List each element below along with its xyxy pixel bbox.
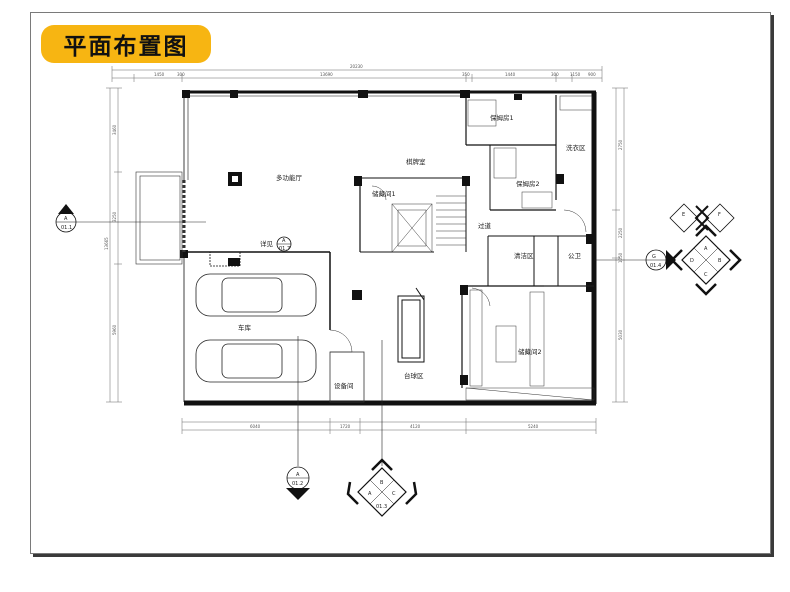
marker-code: 01.2 <box>292 481 303 487</box>
dim-right: 2750 <box>618 139 623 150</box>
dim-bottom: 4120 <box>410 424 421 429</box>
marker-letter: D <box>690 258 694 264</box>
dim-bottom: 5240 <box>528 424 539 429</box>
equipment-room <box>329 351 365 403</box>
kitchen-cabinets <box>465 285 595 401</box>
dim-top: 900 <box>588 72 596 77</box>
marker-code: 01.1 <box>61 225 72 231</box>
dim-bottom: 1720 <box>340 424 351 429</box>
dimension-labels: 20230 1450 300 13690 350 1440 300 1150 9… <box>104 64 623 429</box>
doors <box>329 185 587 353</box>
dim-top: 350 <box>462 72 470 77</box>
dim-left: 5960 <box>112 324 117 335</box>
marker-code: 01.4 <box>650 263 661 269</box>
marker-letter: A <box>282 238 286 244</box>
room-label-nanny1: 保姆房1 <box>490 113 514 122</box>
marker-letter: C <box>704 272 708 278</box>
marker-code: 01.7 <box>279 246 290 252</box>
room-label-chess: 棋牌室 <box>406 157 426 166</box>
room-label-sports: 台球区 <box>404 371 424 380</box>
dim-top: 13690 <box>320 72 333 77</box>
detail-tag: 详见 <box>260 239 274 248</box>
marker-code: 01.3 <box>376 504 387 510</box>
marker-letter: B <box>380 480 384 486</box>
dim-top: 300 <box>551 72 559 77</box>
dim-right: 5030 <box>618 329 623 340</box>
dim-bottom: 6040 <box>250 424 261 429</box>
room-label-laundry: 洗衣区 <box>566 143 586 152</box>
marker-letter: G <box>652 254 656 260</box>
title-badge: 平面布置图 <box>41 25 211 63</box>
marker-letter: E <box>682 212 685 218</box>
room-labels: 多功能厅 保姆房1 保姆房2 洗衣区 棋牌室 储藏间1 过道 清洁区 公卫 车库… <box>238 113 586 390</box>
bottom-section-marker-2: B A C 01.3 <box>346 458 418 517</box>
stairs <box>391 195 466 253</box>
marker-letter: F <box>718 212 721 218</box>
detail-box <box>209 251 241 267</box>
room-label-multi-hall: 多功能厅 <box>276 173 303 182</box>
dim-right: 2250 <box>618 227 623 238</box>
garage-cars <box>195 273 317 383</box>
room-label-equipment: 设备间 <box>334 381 354 390</box>
room-label-storage1: 储藏间1 <box>372 189 396 198</box>
room-label-corridor: 过道 <box>478 221 492 230</box>
marker-letter: A <box>64 216 68 222</box>
right-section-marker-abcd: A D B C <box>670 224 742 296</box>
dim-top: 1450 <box>154 72 165 77</box>
marker-letter: C <box>392 491 396 497</box>
room-label-nanny2: 保姆房2 <box>516 179 540 188</box>
bottom-section-marker-1: A 01.2 <box>286 466 310 500</box>
room-label-storage2: 储藏间2 <box>518 347 542 356</box>
dim-top: 1150 <box>570 72 581 77</box>
dim-top-total: 20230 <box>350 64 363 69</box>
marker-letter: A <box>296 472 300 478</box>
dim-top: 300 <box>177 72 185 77</box>
marker-letter: A <box>704 246 708 252</box>
dim-top: 1440 <box>505 72 516 77</box>
nanny-beds <box>467 95 593 209</box>
drawing-frame <box>30 12 771 554</box>
room-label-cleaning: 清洁区 <box>514 251 534 260</box>
dim-left: 3460 <box>112 124 117 135</box>
dim-left: 13665 <box>104 237 109 250</box>
detail-marker: A 01.7 <box>276 236 292 252</box>
marker-letter: B <box>718 258 722 264</box>
dim-right: 1050 <box>618 252 623 263</box>
room-label-garage: 车库 <box>238 323 252 332</box>
left-section-marker: A 01.1 <box>55 204 77 233</box>
columns <box>180 90 594 385</box>
billiard-table <box>397 287 425 363</box>
dim-left: 3250 <box>112 211 117 222</box>
page-title: 平面布置图 <box>63 34 189 60</box>
dimension-lines <box>106 66 628 434</box>
walls <box>183 90 597 406</box>
room-label-bath: 公卫 <box>568 252 582 260</box>
right-section-marker-ef: E F <box>669 203 735 233</box>
marker-letter: A <box>368 491 372 497</box>
balcony <box>135 171 186 265</box>
